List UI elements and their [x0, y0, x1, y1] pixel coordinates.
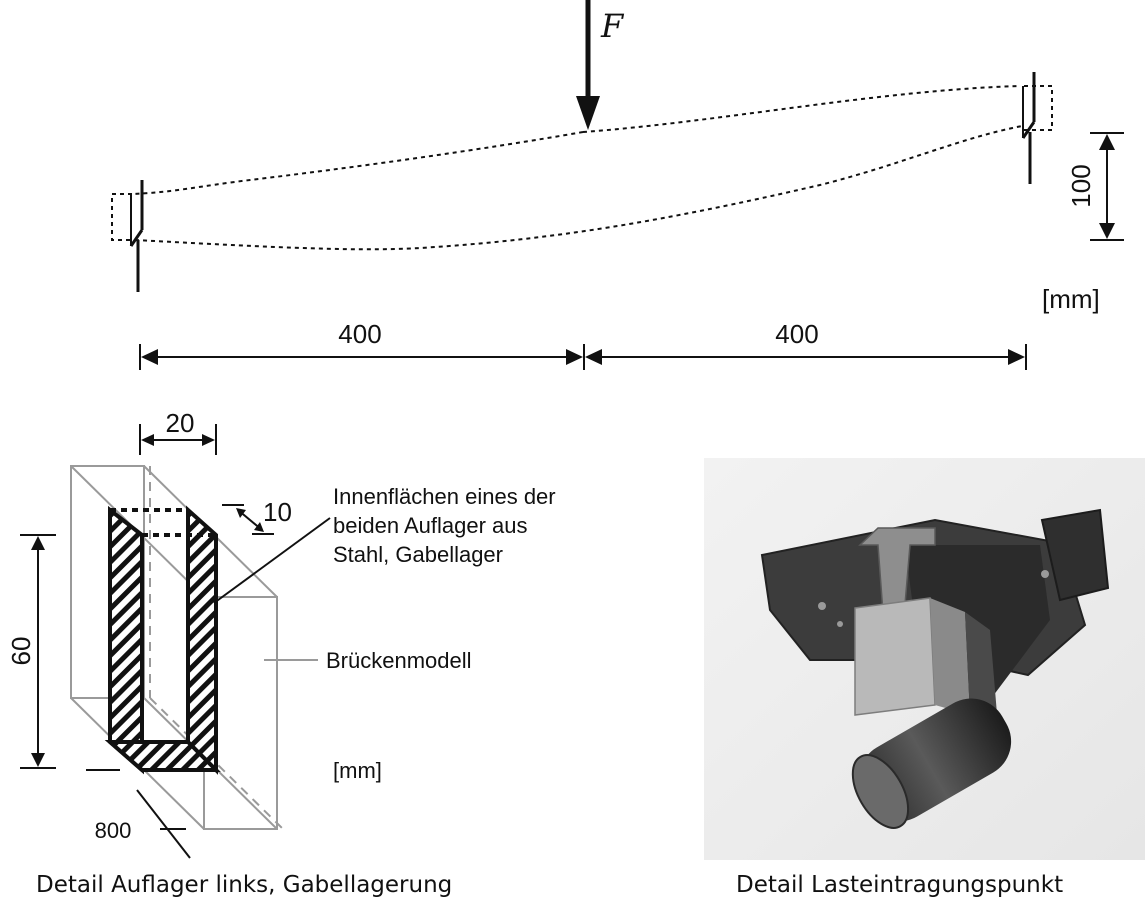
- span-left-label: 400: [338, 319, 381, 349]
- detail-support-caption: Detail Auflager links, Gabellagerung: [36, 872, 452, 898]
- height-label: 100: [1066, 164, 1096, 207]
- bridge-model-box: [70, 465, 278, 830]
- right-support: [1021, 72, 1036, 184]
- callout-line-1: Innenflächen eines der: [333, 484, 556, 509]
- force-arrow: [576, 0, 600, 130]
- thickness-dimension: [222, 504, 274, 535]
- detail-unit-label: [mm]: [333, 758, 382, 783]
- thickness-label: 10: [263, 497, 292, 527]
- detail-height-dimension: [20, 534, 56, 769]
- force-label: F: [600, 7, 625, 45]
- callout-line-2: beiden Auflager aus: [333, 513, 528, 538]
- span-dimension: [139, 344, 1027, 370]
- span-right-label: 400: [775, 319, 818, 349]
- beam-outline: [111, 85, 1053, 251]
- load-point-photo: [704, 458, 1145, 860]
- model-label: Brückenmodell: [326, 648, 472, 673]
- width-dimension: [139, 424, 217, 455]
- width-label: 20: [166, 408, 195, 438]
- callout-line-3: Stahl, Gabellager: [333, 542, 503, 567]
- hidden-edges: [149, 466, 284, 830]
- length-dimension: [86, 769, 191, 859]
- beam-unit-label: [mm]: [1042, 284, 1100, 314]
- fork-support: [104, 505, 221, 775]
- callout-leader: [213, 517, 331, 604]
- load-point-caption: Detail Lasteintragungspunkt: [736, 872, 1063, 898]
- detail-height-label: 60: [6, 637, 36, 666]
- left-support: [129, 180, 144, 292]
- length-label: 800: [95, 818, 132, 843]
- height-dimension: [1090, 132, 1124, 241]
